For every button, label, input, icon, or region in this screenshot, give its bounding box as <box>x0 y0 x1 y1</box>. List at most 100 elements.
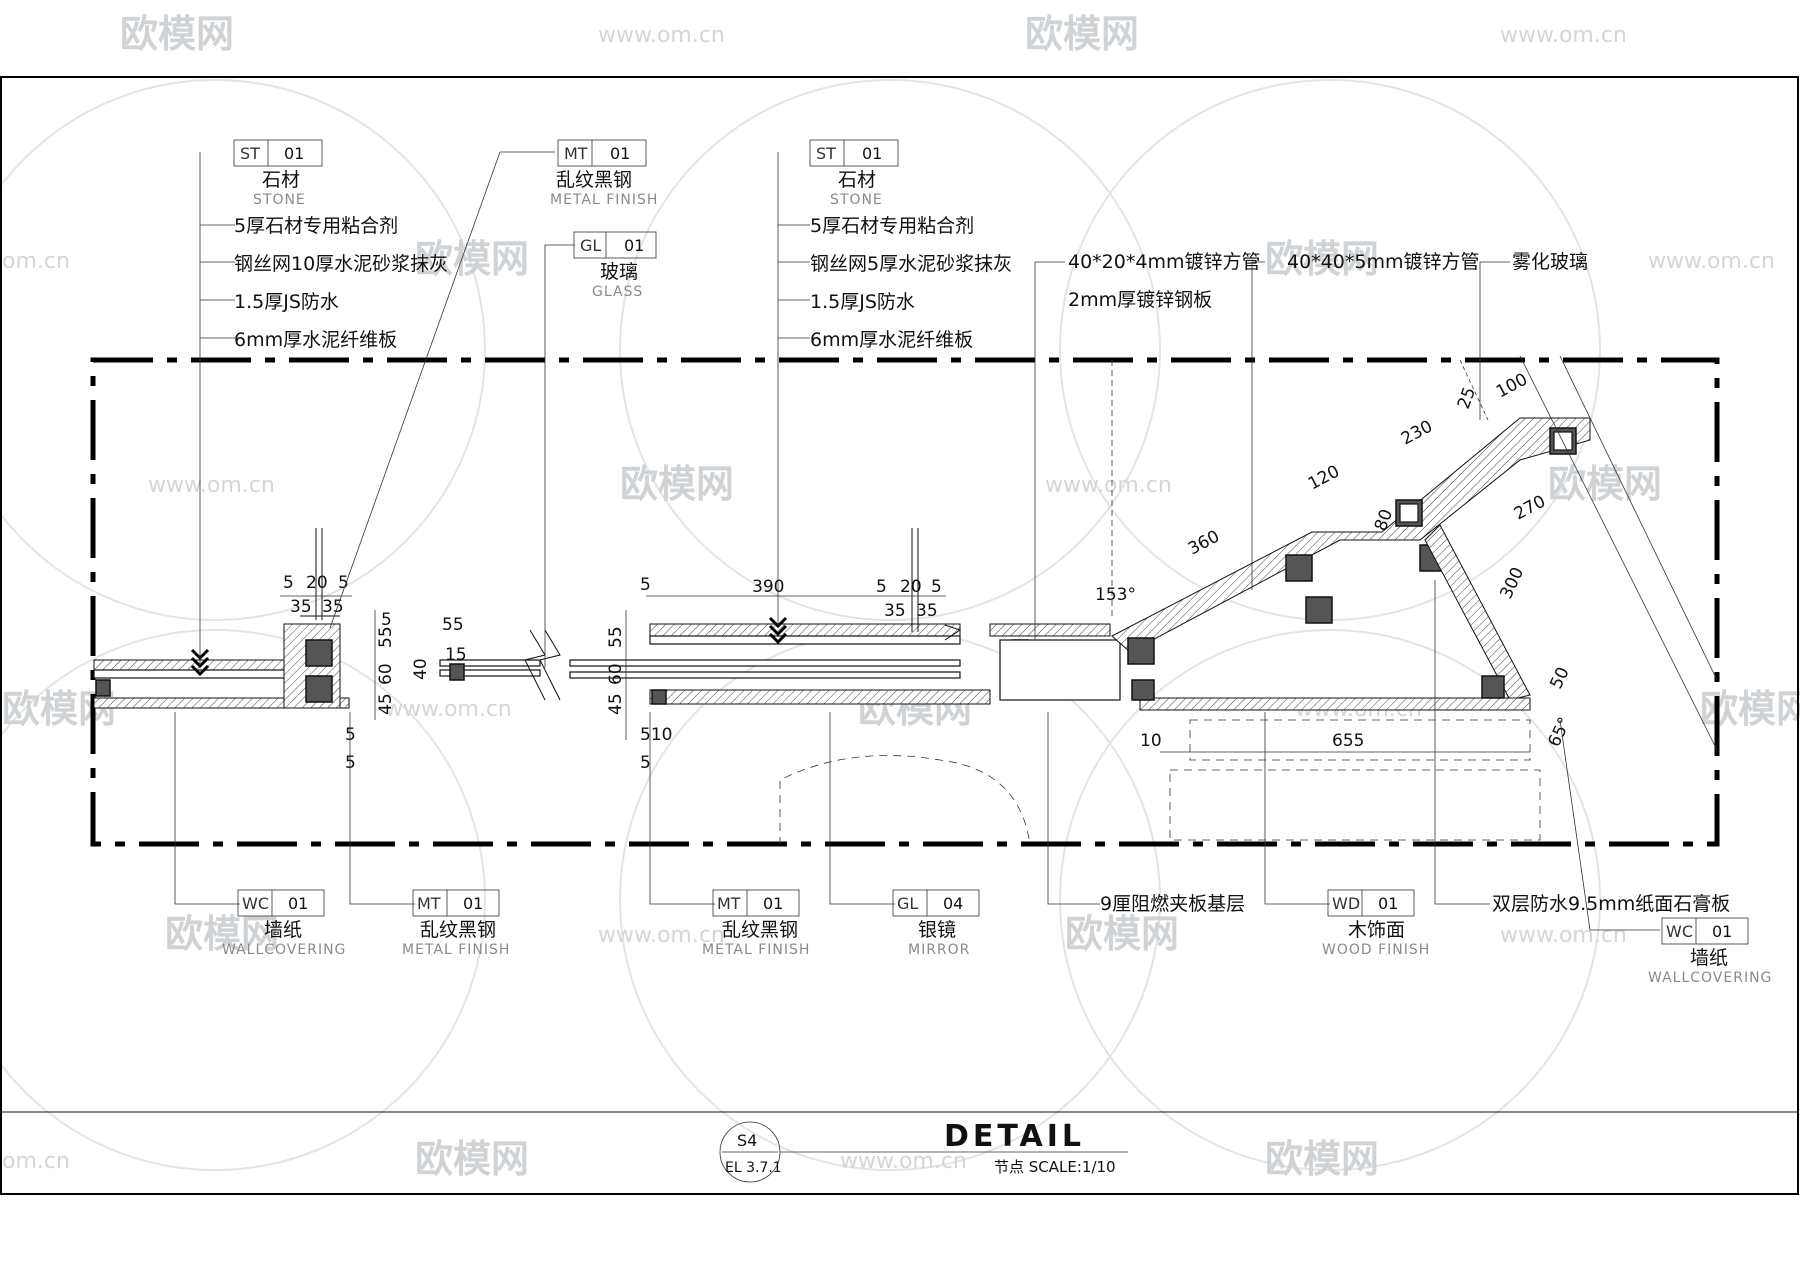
steel-tube <box>1481 675 1505 699</box>
layer-note: 钢丝网5厚水泥砂浆抹灰 <box>810 253 1012 275</box>
leader <box>1047 712 1100 905</box>
watermark-brand: 欧模网 <box>165 912 279 956</box>
dim-55: 55 <box>376 626 396 648</box>
dim-50: 50 <box>1546 664 1573 692</box>
layer-note: 6mm厚水泥纤维板 <box>234 329 397 351</box>
tag-number: 01 <box>763 894 783 913</box>
tag-code: GL <box>580 236 601 255</box>
leader <box>1251 261 1265 590</box>
dim-5: 5 <box>345 753 356 773</box>
dim-5: 5 <box>283 573 294 593</box>
layer-note: 5厚石材专用粘合剂 <box>234 215 398 237</box>
dim-35: 35 <box>884 601 906 621</box>
tag-number: 01 <box>284 144 304 163</box>
dim-55: 55 <box>606 626 626 648</box>
dim-35: 35 <box>290 597 312 617</box>
dim-10: 10 <box>1140 731 1162 751</box>
dim-20: 20 <box>900 577 922 597</box>
tag-number: 01 <box>862 144 882 163</box>
dim-655: 655 <box>1332 731 1364 751</box>
tag-label-cn: 石材 <box>262 169 300 191</box>
dim-45: 45 <box>606 693 626 715</box>
steel-bracket <box>449 663 465 681</box>
dim-5: 5 <box>381 610 392 630</box>
watermark-brand: 欧模网 <box>620 462 734 506</box>
tag-code: WD <box>1332 894 1360 913</box>
callout-mirror: GL 04 银镜 MIRROR <box>892 889 980 958</box>
dim-5: 5 <box>931 577 942 597</box>
metal-strip <box>439 659 541 667</box>
steel-tube <box>1305 596 1333 624</box>
dim-35: 35 <box>322 597 344 617</box>
layer-note: 1.5厚JS防水 <box>810 291 915 313</box>
layer-notes-left: 5厚石材专用粘合剂 钢丝网10厚水泥砂浆抹灰 1.5厚JS防水 6mm厚水泥纤维… <box>234 215 448 351</box>
steel-tube <box>651 689 667 705</box>
tag-number: 01 <box>610 144 630 163</box>
watermark-brand: 欧模网 <box>1265 237 1379 281</box>
dim-15: 15 <box>445 645 467 665</box>
tag-number: 01 <box>624 236 644 255</box>
watermark-brand: 欧模网 <box>120 12 234 56</box>
steel-tube <box>1131 679 1155 701</box>
mirror-panel <box>569 659 961 667</box>
gypsum-ceiling <box>1139 697 1531 711</box>
leader <box>329 151 555 629</box>
angle-65: 65° <box>1544 714 1575 750</box>
tag-number: 01 <box>463 894 483 913</box>
dim-270: 270 <box>1511 492 1549 525</box>
stone-chevron-marker <box>768 616 788 645</box>
tag-number: 01 <box>288 894 308 913</box>
dim-45: 45 <box>376 693 396 715</box>
leader <box>649 712 715 905</box>
leader <box>349 712 415 905</box>
tube-core <box>1553 431 1573 451</box>
layer-note: 钢丝网10厚水泥砂浆抹灰 <box>234 253 448 275</box>
mirror-panel <box>569 671 961 679</box>
leader <box>1434 580 1490 905</box>
tag-label-cn: 银镜 <box>918 919 956 941</box>
lower-outline <box>1189 719 1531 761</box>
leader <box>829 712 895 905</box>
tag-label-cn: 石材 <box>838 169 876 191</box>
watermark-brand: 欧模网 <box>1548 462 1662 506</box>
dim-35: 35 <box>916 601 938 621</box>
tag-box <box>892 889 980 917</box>
watermark-brand: 欧模网 <box>1265 1137 1379 1181</box>
tag-label-cn: 乱纹黑钢 <box>722 919 798 941</box>
drawing-title: DETAIL <box>944 1119 1085 1154</box>
layer-note: 5厚石材专用粘合剂 <box>810 215 974 237</box>
tag-code: ST <box>816 144 836 163</box>
detail-boundary <box>90 357 1720 847</box>
tag-code: WC <box>1666 922 1693 941</box>
watermark-url: www.om.cn <box>598 923 725 948</box>
tag-box <box>1327 889 1415 917</box>
frosted-glass-edge <box>1519 355 1718 751</box>
tag-label-cn: 乱纹黑钢 <box>420 919 496 941</box>
tag-label-en: METAL FINISH <box>702 942 810 958</box>
dim-510: 510 <box>640 725 672 745</box>
break-line <box>524 629 546 701</box>
tag-label-en: STONE <box>830 192 883 208</box>
callout-stone-mid: ST 01 石材 STONE <box>809 139 899 208</box>
tag-label-cn: 乱纹黑钢 <box>556 169 632 191</box>
dim-230: 230 <box>1398 417 1436 450</box>
watermark-url: www.om.cn <box>1648 249 1775 274</box>
tag-box <box>557 139 647 167</box>
dim-40: 40 <box>411 658 431 680</box>
tag-box <box>1661 917 1749 945</box>
tag-label-cn: 玻璃 <box>600 261 638 283</box>
tag-code: ST <box>240 144 260 163</box>
note-frosted-glass: 雾化玻璃 <box>1512 251 1588 273</box>
lower-outline <box>1169 769 1541 841</box>
tag-box <box>712 889 800 917</box>
tag-number: 01 <box>1712 922 1732 941</box>
tag-box <box>237 889 325 917</box>
leader <box>1479 261 1510 420</box>
notes-bottom: 9厘阻燃夹板基层 双层防水9.5mm纸面石膏板 <box>1100 892 1730 915</box>
break-line <box>944 624 962 641</box>
watermark-url: www.om.cn <box>1500 923 1627 948</box>
note-gypsum: 双层防水9.5mm纸面石膏板 <box>1492 892 1730 915</box>
metal-finish-layer <box>649 689 991 705</box>
dim-5: 5 <box>345 725 356 745</box>
callout-metal-top: MT 01 乱纹黑钢 METAL FINISH <box>550 139 657 208</box>
